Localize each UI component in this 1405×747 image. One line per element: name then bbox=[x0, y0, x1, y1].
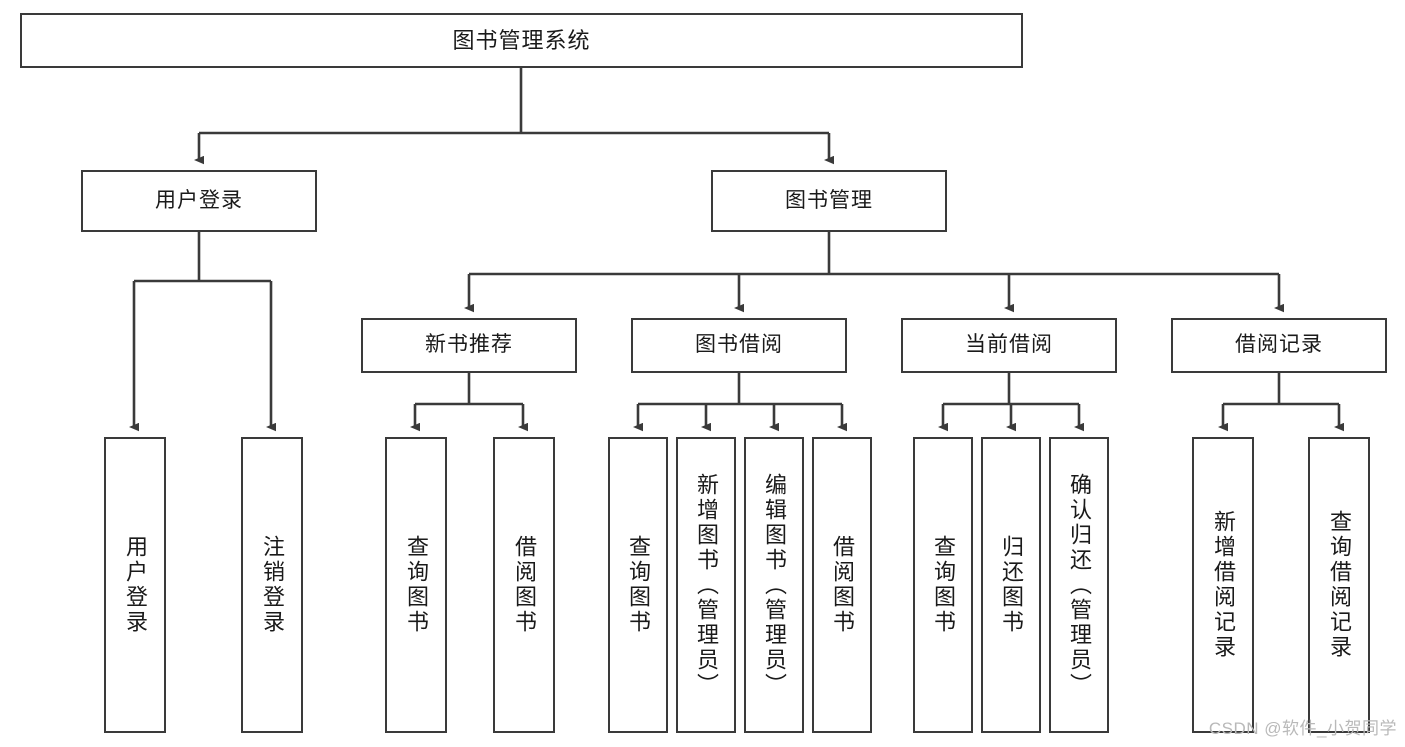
leaf-user-logout[interactable]: 注销登录 bbox=[241, 437, 303, 733]
node-label: 查询图书 bbox=[626, 535, 651, 635]
leaf-record-add-borrow-record[interactable]: 新增借阅记录 bbox=[1192, 437, 1254, 733]
leaf-current-query-book[interactable]: 查询图书 bbox=[913, 437, 973, 733]
node-label: 新增借阅记录 bbox=[1211, 510, 1236, 660]
node-label: 查询图书 bbox=[931, 535, 956, 635]
node-label: 新增图书（管理员） bbox=[694, 472, 719, 698]
node-label: 注销登录 bbox=[260, 535, 285, 635]
watermark: CSDN @软件_小贺同学 bbox=[1208, 719, 1397, 738]
node-system-root[interactable]: 图书管理系统 bbox=[20, 13, 1023, 68]
node-borrow-record[interactable]: 借阅记录 bbox=[1171, 318, 1387, 373]
node-label: 当前借阅 bbox=[965, 333, 1053, 357]
node-label: 编辑图书（管理员） bbox=[762, 472, 787, 698]
node-book-borrow[interactable]: 图书借阅 bbox=[631, 318, 847, 373]
node-label: 借阅记录 bbox=[1235, 333, 1323, 357]
node-label: 查询图书 bbox=[404, 535, 429, 635]
node-label: 查询借阅记录 bbox=[1327, 510, 1352, 660]
leaf-borrow-add-book-admin[interactable]: 新增图书（管理员） bbox=[676, 437, 736, 733]
node-label: 确认归还（管理员） bbox=[1067, 472, 1092, 698]
node-label: 归还图书 bbox=[999, 535, 1024, 635]
node-label: 图书管理 bbox=[785, 188, 873, 212]
node-label: 借阅图书 bbox=[830, 535, 855, 635]
leaf-current-confirm-return-admin[interactable]: 确认归还（管理员） bbox=[1049, 437, 1109, 733]
node-label: 用户登录 bbox=[155, 188, 243, 212]
leaf-current-return-book[interactable]: 归还图书 bbox=[981, 437, 1041, 733]
node-current-borrow[interactable]: 当前借阅 bbox=[901, 318, 1117, 373]
leaf-borrow-query-book[interactable]: 查询图书 bbox=[608, 437, 668, 733]
leaf-user-login[interactable]: 用户登录 bbox=[104, 437, 166, 733]
node-new-book-recommend[interactable]: 新书推荐 bbox=[361, 318, 577, 373]
node-label: 图书借阅 bbox=[695, 333, 783, 357]
node-user-login[interactable]: 用户登录 bbox=[81, 170, 317, 232]
leaf-record-query-borrow-record[interactable]: 查询借阅记录 bbox=[1308, 437, 1370, 733]
leaf-borrow-edit-book-admin[interactable]: 编辑图书（管理员） bbox=[744, 437, 804, 733]
node-book-management[interactable]: 图书管理 bbox=[711, 170, 947, 232]
leaf-borrow-borrow-book[interactable]: 借阅图书 bbox=[812, 437, 872, 733]
node-label: 用户登录 bbox=[123, 535, 148, 635]
node-label: 图书管理系统 bbox=[452, 27, 591, 53]
node-label: 新书推荐 bbox=[425, 333, 513, 357]
leaf-recommend-borrow-book[interactable]: 借阅图书 bbox=[493, 437, 555, 733]
leaf-recommend-query-book[interactable]: 查询图书 bbox=[385, 437, 447, 733]
node-label: 借阅图书 bbox=[512, 535, 537, 635]
